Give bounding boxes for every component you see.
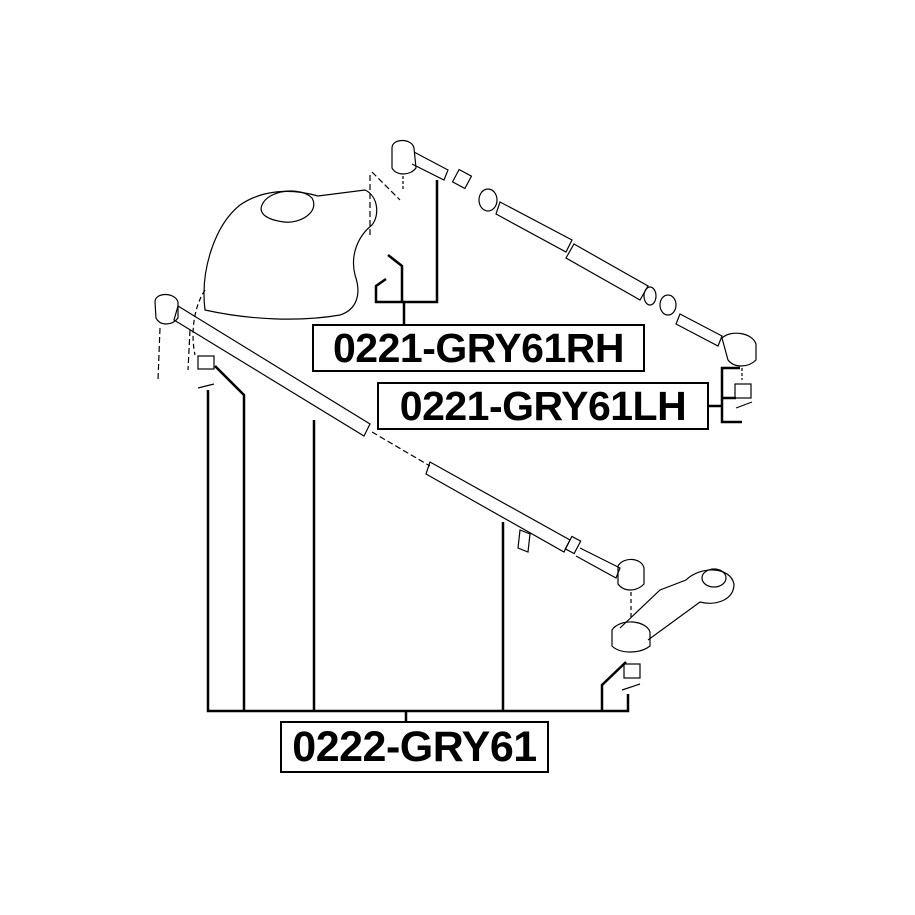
relay-rod [154, 293, 645, 620]
leader-lines-main [206, 365, 630, 721]
steering-gear-box [192, 171, 401, 356]
part-label-rh: 0221-GRY61RH [312, 324, 645, 372]
leader-lines-lh [709, 366, 742, 424]
part-label-main: 0222-GRY61 [280, 721, 549, 773]
part-label-lh: 0221-GRY61LH [377, 382, 709, 430]
leader-lines-rh [374, 180, 439, 324]
upper-tie-rod [391, 139, 757, 409]
pitman-arm [611, 568, 735, 691]
